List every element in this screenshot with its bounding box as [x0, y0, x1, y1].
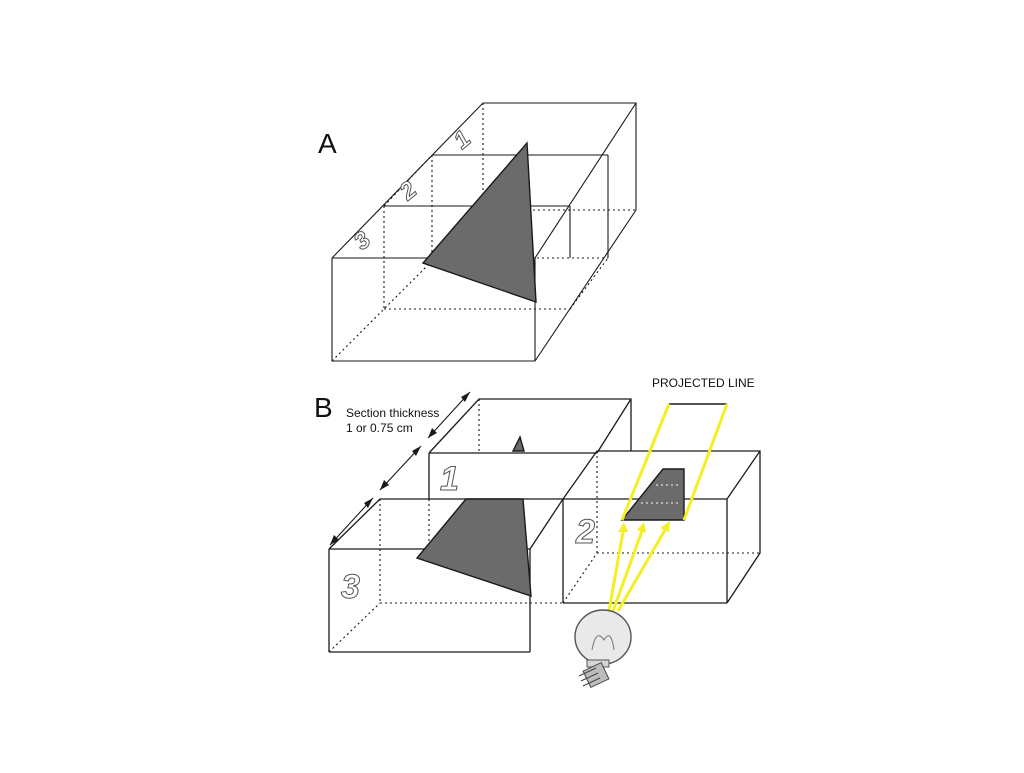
- panel-b-label: B: [314, 392, 333, 423]
- panel-b-section-2-block: [562, 450, 761, 604]
- panel-a-label: A: [318, 128, 337, 159]
- section-thickness-label: Section thickness 1 or 0.75 cm: [346, 406, 439, 436]
- panel-a-section-3-number: 3: [349, 226, 377, 256]
- light-bulb-icon: [574, 609, 632, 689]
- panel-b-section-1-number: 1: [440, 460, 459, 498]
- light-rays: [607, 521, 670, 612]
- section-thickness-line-1: Section thickness: [346, 406, 440, 420]
- section-thickness-line-2: 1 or 0.75 cm: [346, 421, 413, 435]
- panel-b-section-3-number: 3: [341, 568, 360, 606]
- panel-b-section-2-number: 2: [575, 513, 595, 551]
- section-thickness-arrows: [329, 391, 471, 546]
- projected-line-marker: [620, 403, 729, 521]
- panel-b-section-1-block: [428, 398, 632, 499]
- projected-line-label: PROJECTED LINE: [652, 376, 755, 390]
- panel-a-section-1-number: 1: [449, 125, 477, 154]
- panel-a-triangle: [421, 141, 537, 304]
- panel-b-triangle-section-3: [415, 498, 532, 597]
- panel-b-triangle-section-1: [511, 435, 525, 452]
